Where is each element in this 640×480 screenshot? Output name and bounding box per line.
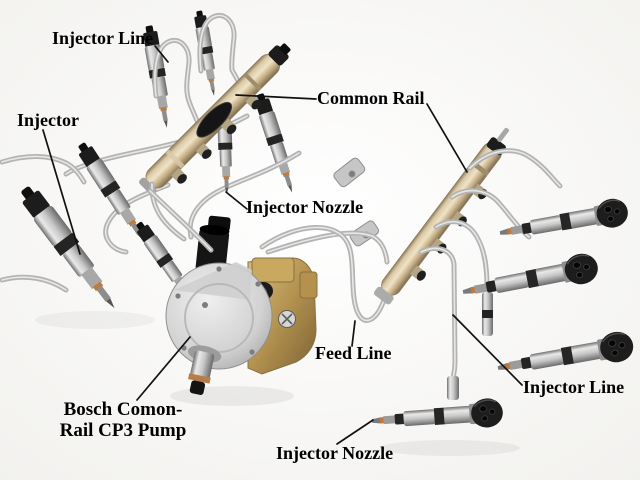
leader-pump: [136, 336, 191, 401]
common-rail-left: [139, 43, 291, 195]
label-pump: Bosch Comon- Rail CP3 Pump: [56, 399, 190, 441]
right-injector-bank: [370, 195, 637, 437]
label-injector-line-top: Injector Line: [52, 28, 154, 48]
leader-common-rail-left: [235, 94, 317, 100]
leader-injector-line-top: [154, 45, 169, 63]
label-pump-line2: Rail CP3 Pump: [59, 420, 187, 441]
soft-shadows: [35, 311, 520, 456]
label-injector-line-right: Injector Line: [523, 377, 625, 397]
leader-feed-line: [351, 320, 356, 347]
leader-lines: [42, 45, 523, 445]
left-injector-bank: [2, 9, 380, 316]
leader-injector: [42, 129, 81, 255]
leader-injector-nozzle-top: [225, 191, 248, 210]
label-common-rail: Common Rail: [317, 88, 425, 108]
label-pump-line1: Bosch Comon-: [63, 399, 183, 420]
leader-injector-line-right: [452, 314, 523, 386]
rail-sensor-window: [196, 102, 232, 138]
leader-injector-nozzle-bottom: [336, 419, 374, 445]
label-injector-nozzle-top: Injector Nozzle: [246, 197, 364, 217]
label-injector-nozzle-bottom: Injector Nozzle: [276, 443, 394, 463]
leader-common-rail-right: [426, 103, 468, 173]
label-injector: Injector: [17, 110, 79, 130]
cp3-pump: [165, 215, 318, 395]
label-feed-line: Feed Line: [315, 343, 392, 363]
pump-shaft: [187, 345, 222, 395]
rail-mount-brackets: [333, 157, 380, 247]
